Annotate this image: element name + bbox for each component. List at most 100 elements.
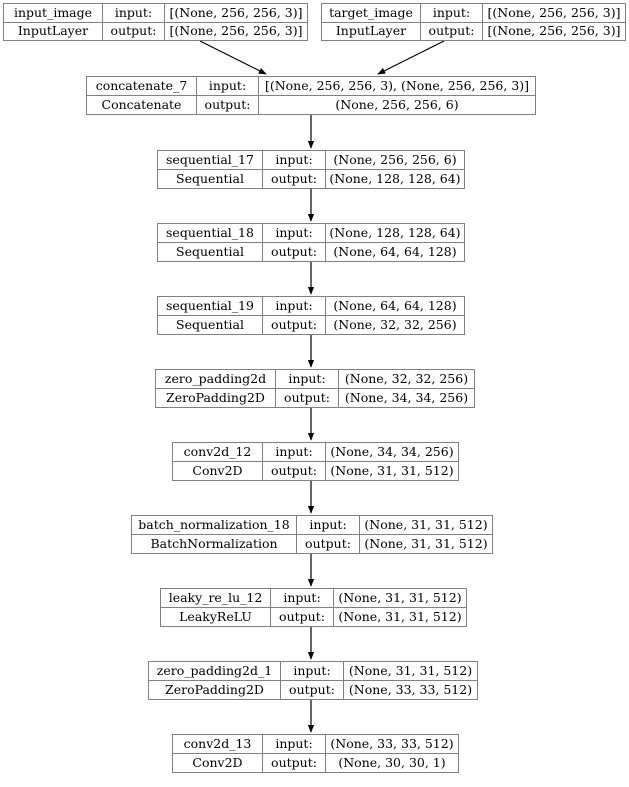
output-label: output: [263,462,326,480]
input-shape: (None, 33, 33, 512) [330,735,454,751]
output-label: output: [263,316,326,334]
input-shape: (None, 128, 128, 64) [329,224,461,240]
output-shape: (None, 34, 34, 256) [344,389,469,405]
output-shape: (None, 32, 32, 256) [333,316,457,332]
layer-name: sequential_17 [158,151,263,169]
layer-type: InputLayer [322,22,421,40]
layer-type: ZeroPadding2D [149,681,281,699]
input-label: input: [281,662,344,680]
input-label: input: [271,589,334,607]
layer-name: zero_padding2d [156,370,276,388]
input-label: input: [297,516,360,534]
input-label: input: [263,443,326,461]
layer-type: Sequential [158,243,263,261]
input-shape: (None, 31, 31, 512) [364,516,488,532]
layer-name: sequential_18 [158,224,263,242]
output-label: output: [263,243,326,261]
output-shape: (None, 30, 30, 1) [338,754,446,770]
layer-name: concatenate_7 [87,77,197,95]
layer-type: Conv2D [173,462,263,480]
input-label: input: [263,297,326,315]
output-shape: [(None, 256, 256, 3)] [487,23,621,38]
layer-name: conv2d_12 [173,443,263,461]
edge-input_image-concatenate_7 [199,40,267,75]
layer-name: conv2d_13 [173,735,263,753]
input-label: input: [263,735,326,753]
input-label: input: [263,224,326,242]
input-shape: [(None, 256, 256, 3)] [169,4,303,20]
output-label: output: [197,96,259,114]
input-shape: [(None, 256, 256, 3), (None, 256, 256, 3… [264,77,530,93]
layer-type: BatchNormalization [132,535,297,553]
input-label: input: [276,370,339,388]
output-shape: (None, 31, 31, 512) [330,462,454,478]
layer-name: batch_normalization_18 [132,516,297,534]
output-label: output: [281,681,344,699]
output-label: output: [271,608,334,626]
layer-type: Concatenate [87,96,197,114]
input-label: input: [421,4,483,22]
input-label: input: [263,151,326,169]
output-shape: [(None, 256, 256, 3)] [169,23,303,38]
layer-type: Sequential [158,316,263,334]
layer-type: Conv2D [173,754,263,772]
input-shape: (None, 31, 31, 512) [338,589,462,605]
output-label: output: [263,754,326,772]
output-shape: (None, 31, 31, 512) [364,535,488,551]
layer-name: zero_padding2d_1 [149,662,281,680]
layer-type: Sequential [158,170,263,188]
output-shape: (None, 33, 33, 512) [348,681,473,697]
output-shape: (None, 64, 64, 128) [333,243,457,259]
layer-name: input_image [4,4,103,22]
output-label: output: [276,389,339,407]
output-label: output: [263,170,326,188]
layer-name: target_image [322,4,421,22]
input-shape: (None, 64, 64, 128) [333,297,457,313]
input-shape: (None, 32, 32, 256) [344,370,469,386]
input-shape: (None, 34, 34, 256) [330,443,454,459]
input-label: input: [197,77,259,95]
layer-type: ZeroPadding2D [156,389,276,407]
layer-name: leaky_re_lu_12 [161,589,271,607]
input-shape: (None, 31, 31, 512) [348,662,473,678]
output-shape: (None, 128, 128, 64) [329,170,461,186]
output-shape: (None, 31, 31, 512) [338,608,462,624]
layer-type: InputLayer [4,22,103,40]
layer-name: sequential_19 [158,297,263,315]
output-shape: (None, 256, 256, 6) [335,96,459,112]
